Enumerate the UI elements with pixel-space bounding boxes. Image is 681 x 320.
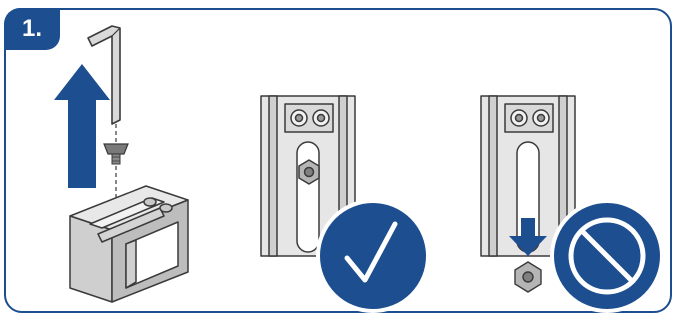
check-icon — [318, 201, 428, 311]
lift-up-arrow — [54, 64, 110, 188]
prohibited-icon — [552, 201, 662, 311]
panel-correct-position — [255, 90, 430, 315]
clamp-block-icon — [70, 186, 188, 302]
panel-incorrect-position — [475, 90, 665, 315]
panel-remove-screw — [40, 20, 210, 310]
nut-icon — [515, 262, 541, 292]
